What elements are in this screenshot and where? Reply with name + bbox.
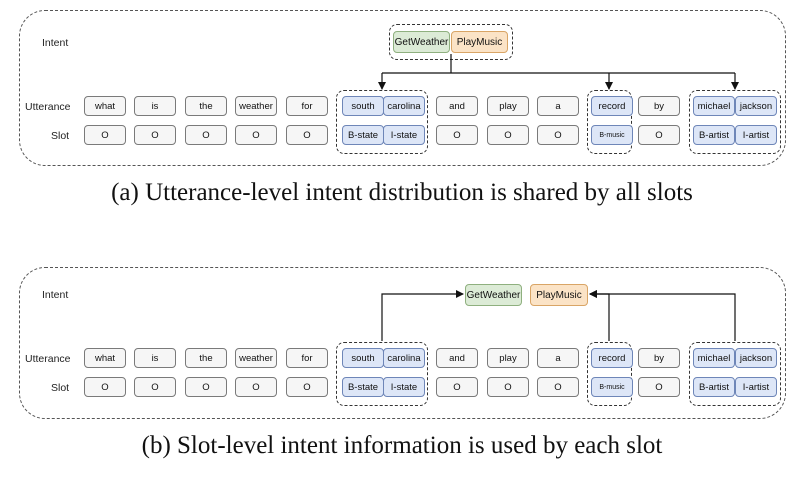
slot-group-record-b (587, 342, 632, 406)
slot-token-a-2: O (185, 125, 227, 145)
intent-label-b: Intent (42, 289, 69, 301)
utterance-token-a-6: carolina (383, 96, 425, 116)
utterance-token-a-3: weather (235, 96, 277, 116)
slot-token-b-6: I-state (383, 377, 425, 397)
play-music-intent-a: PlayMusic (451, 31, 508, 53)
slot-token-a-3: O (235, 125, 277, 145)
slot-token-b-9: O (537, 377, 579, 397)
utterance-token-a-11: by (638, 96, 680, 116)
utterance-token-b-4: for (286, 348, 328, 368)
utterance-token-b-9: a (537, 348, 579, 368)
slot-token-b-7: O (436, 377, 478, 397)
slot-token-a-8: O (487, 125, 529, 145)
slot-token-b-8: O (487, 377, 529, 397)
slot-group-south-carolina-b (336, 342, 428, 406)
slot-token-b-4: O (286, 377, 328, 397)
slot-token-b-13: I-artist (735, 377, 777, 397)
utterance-label-a: Utterance (25, 101, 71, 113)
slot-token-a-11: O (638, 125, 680, 145)
caption-a: (a) Utterance-level intent distribution … (111, 179, 693, 206)
slot-token-b-10: B-music (591, 377, 633, 397)
utterance-token-b-1: is (134, 348, 176, 368)
intent-label-a: Intent (42, 37, 69, 49)
slot-group-record-a (587, 90, 632, 154)
slot-token-b-1: O (134, 377, 176, 397)
slot-token-a-9: O (537, 125, 579, 145)
slot-label-b: Slot (51, 382, 70, 394)
play-music-intent-b: PlayMusic (530, 284, 588, 306)
utterance-token-b-3: weather (235, 348, 277, 368)
slot-token-b-2: O (185, 377, 227, 397)
slot-label-a: Slot (51, 130, 70, 142)
utterance-token-a-4: for (286, 96, 328, 116)
get-weather-intent-a: GetWeather (393, 31, 450, 53)
slot-group-south-carolina-a (336, 90, 428, 154)
slot-token-a-13: I-artist (735, 125, 777, 145)
utterance-token-a-2: the (185, 96, 227, 116)
get-weather-intent-b: GetWeather (465, 284, 522, 306)
utterance-token-a-7: and (436, 96, 478, 116)
utterance-token-b-7: and (436, 348, 478, 368)
utterance-token-b-13: jackson (735, 348, 777, 368)
slot-token-b-11: O (638, 377, 680, 397)
slot-token-a-10: B-music (591, 125, 633, 145)
slot-token-a-4: O (286, 125, 328, 145)
panel-a (19, 10, 786, 166)
utterance-token-b-5: south (342, 348, 384, 368)
slot-token-a-0: O (84, 125, 126, 145)
utterance-token-a-12: michael (693, 96, 735, 116)
utterance-token-a-8: play (487, 96, 529, 116)
slot-token-b-3: O (235, 377, 277, 397)
utterance-token-b-10: record (591, 348, 633, 368)
slot-token-a-1: O (134, 125, 176, 145)
slot-group-michael-jackson-a (689, 90, 781, 154)
slot-token-b-0: O (84, 377, 126, 397)
utterance-label-b: Utterance (25, 353, 71, 365)
caption-b: (b) Slot-level intent information is use… (141, 432, 663, 459)
utterance-token-a-9: a (537, 96, 579, 116)
slot-token-a-6: I-state (383, 125, 425, 145)
utterance-token-a-5: south (342, 96, 384, 116)
utterance-token-b-12: michael (693, 348, 735, 368)
utterance-token-a-10: record (591, 96, 633, 116)
utterance-token-a-13: jackson (735, 96, 777, 116)
utterance-token-b-2: the (185, 348, 227, 368)
slot-token-b-5: B-state (342, 377, 384, 397)
utterance-token-b-0: what (84, 348, 126, 368)
slot-token-b-12: B-artist (693, 377, 735, 397)
slot-token-a-5: B-state (342, 125, 384, 145)
utterance-token-b-6: carolina (383, 348, 425, 368)
slot-group-michael-jackson-b (689, 342, 781, 406)
utterance-token-a-0: what (84, 96, 126, 116)
utterance-token-b-8: play (487, 348, 529, 368)
utterance-token-b-11: by (638, 348, 680, 368)
panel-b (19, 267, 786, 419)
slot-token-a-7: O (436, 125, 478, 145)
slot-token-a-12: B-artist (693, 125, 735, 145)
utterance-token-a-1: is (134, 96, 176, 116)
